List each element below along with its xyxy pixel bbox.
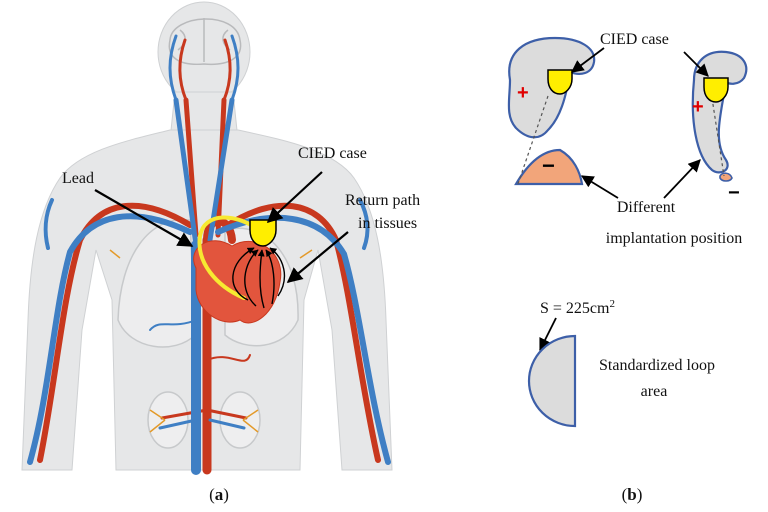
caption-b: (b) — [622, 485, 643, 504]
standardized-label-line1: Standardized loop — [599, 357, 715, 374]
kidneys — [147, 391, 261, 449]
lead-label: Lead — [62, 170, 94, 187]
return-path-arrows — [232, 247, 286, 309]
minus-sign-right: − — [728, 182, 740, 204]
loop-right-negative — [719, 172, 733, 182]
cied-case-label-b: CIED case — [600, 31, 669, 48]
cied-case-label-a: CIED case — [298, 145, 367, 162]
device-right — [703, 77, 729, 103]
callout-arrows-b — [539, 47, 709, 352]
device-left — [547, 69, 573, 95]
caption-a: (a) — [209, 485, 229, 504]
standardized-label-line2: area — [641, 383, 668, 400]
return-path-label-line2: in tissues — [358, 215, 417, 232]
panel-b: + − + − CIED case Different implantation… — [507, 31, 748, 504]
panel-a: Lead CIED case Return path in tissues (a… — [21, 1, 420, 504]
area-label: S = 225cm2 — [540, 298, 615, 317]
minus-sign-left: − — [542, 153, 555, 178]
small-vessels — [109, 249, 313, 433]
standardized-loop — [527, 334, 577, 428]
cied-case-device — [249, 219, 277, 247]
pacing-lead — [197, 215, 264, 300]
callout-arrows-a — [94, 171, 349, 283]
plus-sign-left: + — [517, 82, 529, 104]
loop-right-dashed-axis — [711, 97, 725, 177]
loop-left-negative — [514, 148, 584, 186]
return-path-label-line1: Return path — [345, 192, 420, 209]
different-position-label-line1: Different — [617, 199, 676, 216]
different-position-label-line2: implantation position — [606, 230, 742, 247]
plus-sign-right: + — [692, 96, 704, 118]
heart — [193, 240, 282, 324]
